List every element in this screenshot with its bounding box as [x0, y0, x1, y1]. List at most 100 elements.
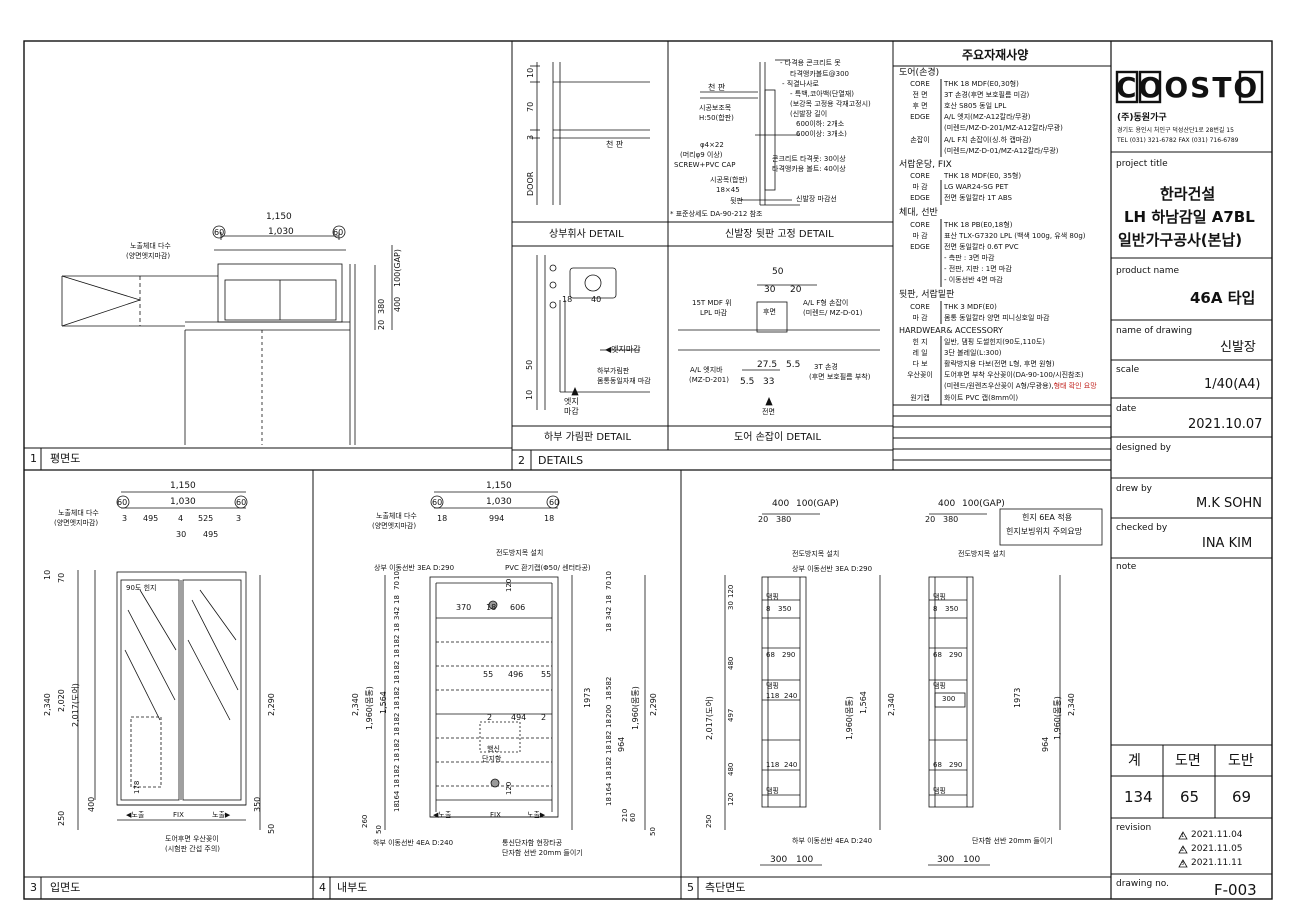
- elev-h70: 70: [57, 572, 66, 583]
- revision-mark-1: 1: [1181, 833, 1185, 839]
- date-label: date: [1116, 404, 1137, 414]
- elev-sub: 3: [236, 514, 242, 523]
- d2-label: 시공목(합판): [710, 176, 748, 184]
- elev-width-total: 1,150: [170, 481, 196, 491]
- int-side-left: 60: [432, 498, 443, 507]
- d4-label: 15T MDF 위: [692, 299, 732, 307]
- sec2-dim380: 380: [943, 515, 959, 524]
- d2-label: (신발장 길이: [790, 110, 828, 118]
- int-dim: 606: [510, 603, 526, 612]
- int-dim: 55: [483, 670, 494, 679]
- d4-label: (MZ-D-201): [689, 376, 729, 384]
- elev-sub: 3: [122, 514, 128, 523]
- panel2-number: 2: [518, 454, 525, 467]
- int-bottom-left: ◀노출: [433, 811, 452, 819]
- int-right-stack: 182: [605, 730, 613, 744]
- int-left-stack: 18: [393, 701, 401, 710]
- d4-label: 27.5: [757, 360, 778, 370]
- d2-label: 신발장 마감선: [796, 195, 837, 203]
- int-left-stack: 70: [393, 581, 401, 590]
- int-right-stack: 582: [605, 676, 613, 690]
- detail1-title: 상부휘사 DETAIL: [549, 229, 624, 240]
- count-header-drawing: 도면: [1175, 753, 1201, 769]
- elev-side-right: 60: [236, 498, 247, 507]
- int-width-total: 1,150: [486, 481, 512, 491]
- company-tel: TEL (031) 321-6782 FAX (031) 716-6789: [1117, 137, 1239, 144]
- sec2-damping: 댐핑: [933, 787, 946, 795]
- sec2-dim400: 400: [938, 499, 956, 509]
- sec-w300: 300: [770, 855, 788, 865]
- d4-label: (미렌드/ MZ-D-01): [803, 309, 863, 317]
- int-bottom-note: 단자함 선반 20mm 들이기: [502, 849, 583, 857]
- spec-row: (미렌드/원렌즈우산꽂이 A형/무광용),형태 확인 요망: [944, 382, 1097, 390]
- name-of-drawing: 신발장: [1220, 340, 1256, 355]
- int-left-stack: 182: [393, 712, 401, 726]
- plan-dim400: 400: [393, 296, 402, 312]
- d2-label: SCREW+PVC CAP: [674, 161, 736, 169]
- d4-label: 33: [763, 377, 775, 387]
- int-dim: 494: [511, 713, 527, 722]
- elev-sub: 4: [178, 514, 184, 523]
- d3-edge-label: ◀엣지마감: [605, 345, 641, 354]
- plan-side-left: 60: [214, 228, 225, 237]
- int-height-1960-right: 1,960(몸통): [631, 686, 640, 730]
- elev-sub: 525: [198, 514, 214, 523]
- elev-note: 도어후면 우산꽂이: [165, 835, 219, 843]
- sec2-height-1973: 1973: [1013, 687, 1022, 708]
- revision-mark-3: 3: [1181, 861, 1185, 867]
- d3-dim18: 18: [562, 295, 573, 304]
- sec-h480b: 480: [727, 762, 735, 776]
- sec2-s290: 290: [949, 651, 963, 659]
- plan-dim20: 20: [377, 319, 386, 330]
- drawing-no-label: drawing no.: [1116, 879, 1169, 889]
- elev-height-door: 2,017(도어): [71, 683, 80, 727]
- sec-dim20: 20: [758, 515, 769, 524]
- int-right-stack: 50: [649, 827, 657, 836]
- elev-height-2020: 2,020: [57, 689, 66, 712]
- int-left-stack: 182: [393, 738, 401, 752]
- elev-label: 노출체대 다수: [58, 509, 99, 517]
- d4-label: A/L 엣지바: [690, 366, 723, 374]
- sec-bottom-note: 하부 이동선반 4EA D:240: [792, 837, 873, 845]
- count-value-total: 134: [1124, 788, 1153, 806]
- int-umbrella: 단지함: [482, 755, 502, 763]
- revision-date-3: 2021.11.11: [1191, 858, 1243, 868]
- sec-height-total: 2,340: [887, 693, 896, 716]
- int-label: 노출체대 다수: [376, 512, 417, 520]
- spec-row: (미렌드/MZ-D-01/MZ-A12칼라/무광): [944, 147, 1059, 155]
- int-right-stack: 164: [605, 782, 613, 796]
- panel3-title: 입면도: [50, 881, 81, 894]
- int-sub: 994: [489, 514, 505, 523]
- company-logo: COOSTO: [1116, 71, 1260, 104]
- company-name: (주)동원가구: [1117, 113, 1167, 123]
- int-right-stack: 200: [605, 704, 613, 718]
- int-right-stack: 18: [605, 771, 613, 780]
- int-dim: 496: [508, 670, 524, 679]
- spec-door-section: 도어(손경): [899, 68, 940, 78]
- revision-label: revision: [1116, 823, 1152, 833]
- spec-title: 주요자재사양: [962, 48, 1029, 62]
- elev-sub: 495: [143, 514, 159, 523]
- panel2-title: DETAILS: [538, 454, 584, 467]
- sec2-height-1960: 1,960(몸통): [1053, 696, 1062, 740]
- sec-h250: 250: [705, 814, 713, 828]
- d2-label: 뒷판: [730, 197, 743, 205]
- sec-h30: 30: [727, 601, 735, 610]
- elev-side-left: 60: [117, 498, 128, 507]
- elev-label: (양면엣지마감): [54, 519, 99, 527]
- int-top-note: 전도방지목 설치: [496, 549, 544, 557]
- int-height-right: 2,290: [649, 693, 658, 716]
- panel4-number: 4: [319, 881, 326, 894]
- d3-label: 마감: [564, 407, 579, 416]
- d4-label: (후면 보호필름 부착): [809, 373, 871, 381]
- d2-label: 시공보조목: [699, 104, 732, 112]
- elev-hinge: 90도 힌지: [126, 584, 157, 592]
